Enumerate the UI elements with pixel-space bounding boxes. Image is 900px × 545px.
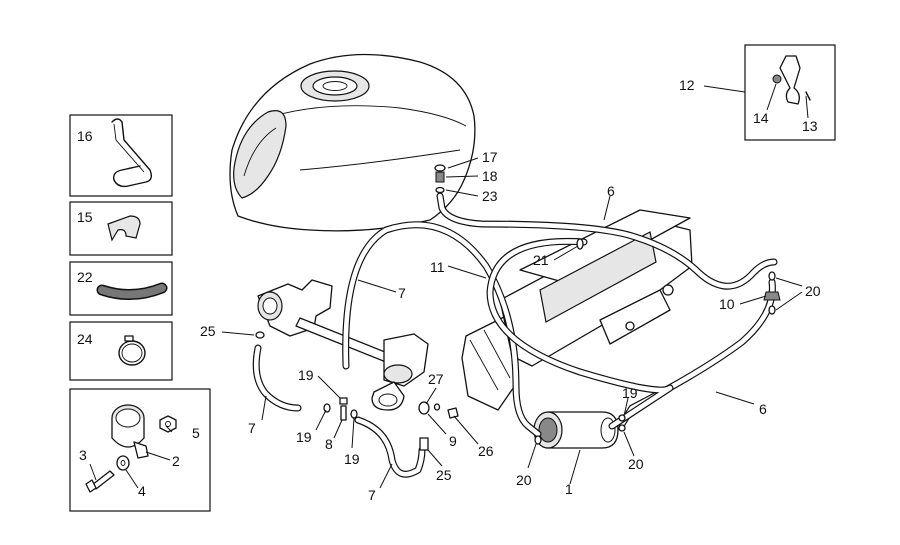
callout-24: 24	[77, 331, 93, 347]
callout-20-c: 20	[805, 283, 821, 299]
callout-8: 8	[325, 436, 333, 452]
inset-box-12	[744, 44, 836, 141]
callout-1: 1	[565, 481, 573, 497]
callout-10: 10	[719, 296, 735, 312]
callout-13: 13	[802, 118, 818, 134]
callout-20-a: 20	[516, 472, 532, 488]
fuel-tank	[229, 53, 476, 232]
callout-19-c: 19	[344, 451, 360, 467]
callout-20-b: 20	[628, 456, 644, 472]
inset-box-16	[69, 114, 173, 197]
tank-fitting	[434, 164, 446, 194]
callout-26: 26	[478, 443, 494, 459]
callout-19-b: 19	[296, 429, 312, 445]
callout-25-b: 25	[436, 467, 452, 483]
callout-18: 18	[482, 168, 498, 184]
callout-7-left: 7	[248, 420, 256, 436]
inset-box-22	[69, 261, 173, 316]
leader-lines	[89, 83, 809, 489]
callout-23: 23	[482, 188, 498, 204]
callout-14: 14	[753, 110, 769, 126]
canister-1	[533, 411, 619, 449]
callout-15: 15	[77, 209, 93, 225]
callout-25-a: 25	[200, 323, 216, 339]
frame-bracket	[461, 209, 693, 411]
callout-27: 27	[428, 371, 444, 387]
callout-21: 21	[533, 252, 549, 268]
throttle-body	[257, 279, 429, 411]
callout-6-right: 6	[759, 401, 767, 417]
callout-19-a: 19	[298, 367, 314, 383]
callout-17: 17	[482, 149, 498, 165]
callout-7-lower: 7	[368, 487, 376, 503]
callout-22: 22	[77, 269, 93, 285]
callout-16: 16	[77, 128, 93, 144]
callout-2: 2	[172, 453, 180, 469]
callout-9: 9	[449, 433, 457, 449]
inset-box-24	[69, 321, 173, 381]
callout-6-upper: 6	[607, 183, 615, 199]
callout-5: 5	[192, 425, 200, 441]
callout-19-d: 19	[622, 385, 638, 401]
callout-11: 11	[430, 259, 445, 275]
callout-7-upper: 7	[398, 285, 406, 301]
callout-3: 3	[79, 447, 87, 463]
hoses	[252, 192, 778, 478]
callout-4: 4	[138, 483, 146, 499]
callout-labels: 1 2 3 4 5 6 6 7 7 7 8 9 10 11 12 13 14 1…	[77, 77, 821, 503]
callout-12: 12	[679, 77, 695, 93]
small-clamps	[255, 238, 781, 451]
inset-box-clamp-assembly	[69, 388, 211, 512]
inset-box-15	[69, 201, 173, 256]
